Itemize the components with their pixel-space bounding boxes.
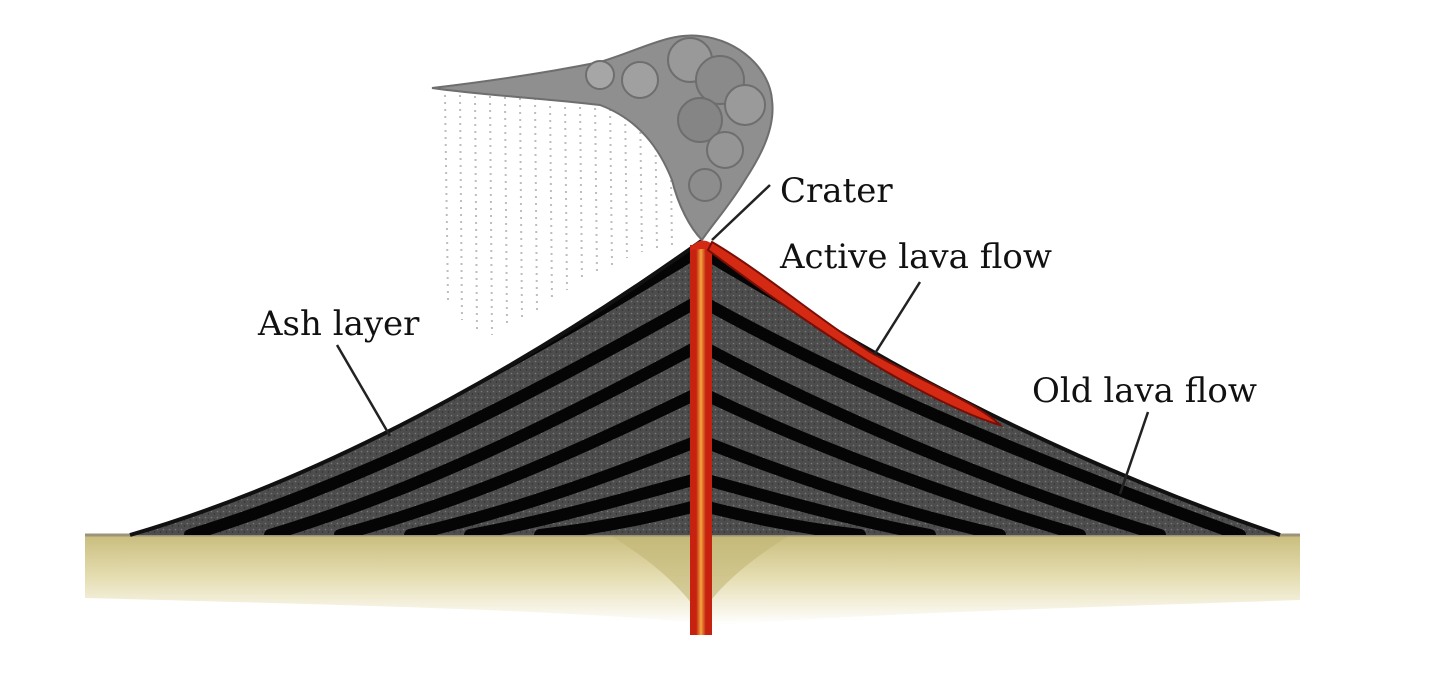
crater-label: Crater [780,171,893,211]
active-lava-flow [706,240,1004,427]
eruption-plume [431,34,774,242]
old-lava-flow-label: Old lava flow [1032,371,1257,411]
old-lava-flow-leader [1118,411,1150,495]
ash-fallout [444,94,673,336]
crater-leader [711,184,771,241]
magma-conduit [690,240,715,635]
ash-layer-leader [335,344,392,437]
active-lava-flow-label: Active lava flow [779,237,1052,277]
ash-layer-label: Ash layer [257,304,420,344]
leader-lines [335,184,1150,495]
active-lava-flow-leader [872,281,922,356]
